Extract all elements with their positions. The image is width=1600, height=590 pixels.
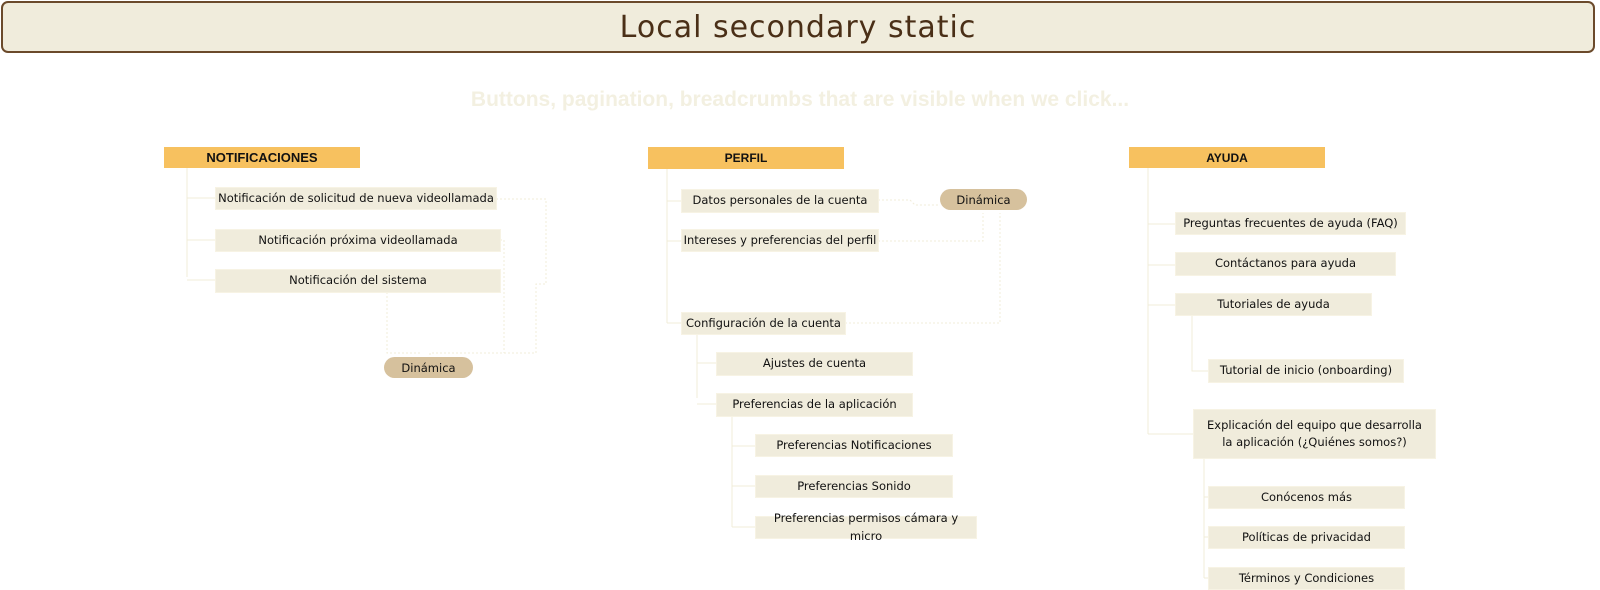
page-title: Local secondary static: [619, 9, 977, 45]
notif-item-proxima-videollamada[interactable]: Notificación próxima videollamada: [216, 230, 500, 251]
notif-item-sistema[interactable]: Notificación del sistema: [216, 270, 500, 292]
node-label: Políticas de privacidad: [1242, 529, 1371, 544]
connector: [731, 412, 756, 528]
page-subtitle: Buttons, pagination, breadcrumbs that ar…: [470, 88, 1130, 111]
connector: [696, 330, 717, 405]
node-label: Preferencias Sonido: [797, 478, 911, 493]
badge-label: Dinámica: [956, 192, 1011, 207]
perfil-item-pref-notificaciones[interactable]: Preferencias Notificaciones: [756, 435, 952, 456]
badge-label: Dinámica: [401, 360, 456, 375]
node-label: Preferencias de la aplicación: [732, 397, 897, 412]
ayuda-item-terminos[interactable]: Términos y Condiciones: [1209, 568, 1404, 589]
notificaciones-header[interactable]: NOTIFICACIONES: [164, 147, 360, 168]
node-label: Contáctanos para ayuda: [1214, 256, 1357, 271]
node-label: Ajustes de cuenta: [762, 356, 867, 371]
node-label: Datos personales de la cuenta: [692, 193, 868, 208]
ayuda-item-tutorial-inicio[interactable]: Tutorial de inicio (onboarding): [1209, 360, 1403, 382]
connector: [386, 292, 420, 354]
node-label: Preferencias Notificaciones: [776, 437, 932, 452]
node-label: Conócenos más: [1260, 489, 1352, 504]
perfil-item-pref-permisos[interactable]: Preferencias permisos cámara y micro: [756, 511, 976, 543]
node-label: Notificación de solicitud de nueva video…: [218, 190, 494, 205]
connector: [666, 166, 682, 324]
ayuda-item-politicas[interactable]: Políticas de privacidad: [1209, 527, 1404, 548]
node-label: Preguntas frecuentes de ayuda (FAQ): [1183, 215, 1398, 230]
node-label: Notificación del sistema: [289, 273, 427, 288]
page-header: Local secondary static: [1, 1, 1595, 53]
ayuda-item-tutoriales[interactable]: Tutoriales de ayuda: [1176, 294, 1371, 315]
node-label: Términos y Condiciones: [1238, 570, 1375, 585]
connector: [878, 199, 940, 206]
ayuda-item-conocenos[interactable]: Conócenos más: [1209, 487, 1404, 508]
perfil-item-datos-personales[interactable]: Datos personales de la cuenta: [682, 190, 878, 212]
connector: [1203, 458, 1208, 579]
perfil-item-pref-sonido[interactable]: Preferencias Sonido: [756, 476, 952, 497]
connector: [186, 166, 216, 281]
ayuda-header[interactable]: AYUDA: [1129, 147, 1325, 168]
node-label: Explicación del equipo que desarrolla la…: [1207, 417, 1422, 449]
node-label: Notificación próxima videollamada: [258, 232, 458, 247]
perfil-dinamica-badge[interactable]: Dinámica: [940, 189, 1027, 210]
perfil-item-preferencias-aplicacion[interactable]: Preferencias de la aplicación: [717, 394, 912, 416]
perfil-header[interactable]: PERFIL: [648, 147, 844, 169]
perfil-title: PERFIL: [724, 151, 768, 165]
node-label: Configuración de la cuenta: [686, 315, 841, 330]
node-label: Tutoriales de ayuda: [1217, 296, 1330, 311]
ayuda-item-faq[interactable]: Preguntas frecuentes de ayuda (FAQ): [1176, 213, 1405, 234]
connector: [1191, 316, 1208, 372]
connector: [500, 239, 505, 353]
node-label: Preferencias permisos cámara y micro: [773, 511, 959, 543]
notificaciones-title: NOTIFICACIONES: [206, 150, 318, 165]
perfil-item-intereses[interactable]: Intereses y preferencias del perfil: [682, 230, 878, 251]
ayuda-item-contactanos[interactable]: Contáctanos para ayuda: [1176, 253, 1395, 275]
node-label: Tutorial de inicio (onboarding): [1219, 363, 1393, 378]
perfil-item-ajustes-cuenta[interactable]: Ajustes de cuenta: [717, 353, 912, 375]
ayuda-item-quienes-somos[interactable]: Explicación del equipo que desarrolla la…: [1194, 410, 1435, 458]
ayuda-title: AYUDA: [1206, 150, 1248, 165]
node-label: Intereses y preferencias del perfil: [683, 232, 877, 247]
notif-item-nueva-videollamada[interactable]: Notificación de solicitud de nueva video…: [216, 188, 496, 209]
perfil-item-configuracion[interactable]: Configuración de la cuenta: [682, 313, 845, 334]
notif-dinamica-badge[interactable]: Dinámica: [384, 357, 473, 378]
connector: [878, 213, 984, 242]
